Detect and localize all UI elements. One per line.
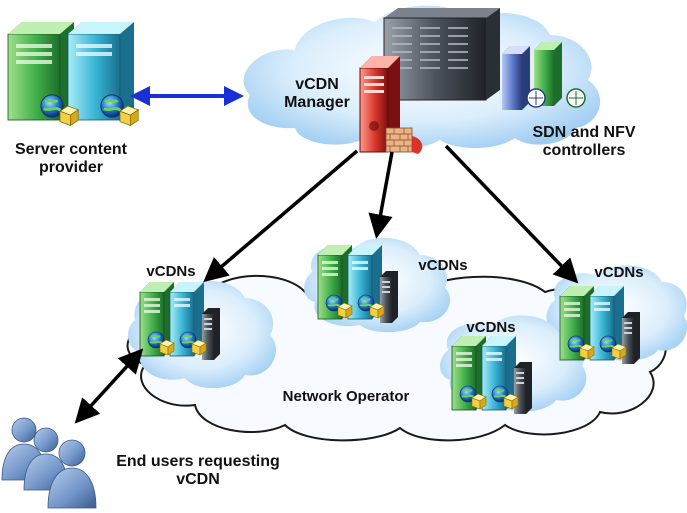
label-line: vCDN xyxy=(295,76,339,93)
label-line: Manager xyxy=(284,94,350,112)
network-operator-label: Network Operator xyxy=(282,388,410,405)
label-line: End users requesting xyxy=(116,453,280,470)
vcdns-label-left: vCDNs xyxy=(146,263,196,280)
label-line: controllers xyxy=(542,142,626,160)
manager-to-left-vcdn-arrow xyxy=(203,149,359,283)
users-icon xyxy=(1,417,97,509)
sdn-nfv-controllers-label: SDN and NFV controllers xyxy=(522,124,646,161)
label-line: Server content xyxy=(14,141,128,158)
vcdn-manager-label: vCDN Manager xyxy=(272,76,362,113)
label-line: provider xyxy=(38,159,103,177)
users-vcdn-arrow xyxy=(74,348,144,424)
server-farm-icon xyxy=(383,8,500,101)
manager-to-center-vcdn-arrow xyxy=(368,151,394,239)
content-provider-server-icon xyxy=(7,22,139,126)
server-content-provider-label: Server content provider xyxy=(2,141,140,178)
sdn-nfv-controller-icon xyxy=(502,42,586,110)
label-line: SDN and NFV xyxy=(532,124,636,141)
vcdns-label-bottom: vCDNs xyxy=(466,319,516,336)
vcdns-label-center: vCDNs xyxy=(418,257,468,274)
manager-to-right-vcdn-arrow xyxy=(444,144,579,284)
vcdn-manager-server-icon xyxy=(359,56,423,154)
label-line: vCDN xyxy=(176,471,220,489)
end-users-label: End users requesting vCDN xyxy=(98,453,298,490)
vcdns-label-right: vCDNs xyxy=(594,264,644,281)
